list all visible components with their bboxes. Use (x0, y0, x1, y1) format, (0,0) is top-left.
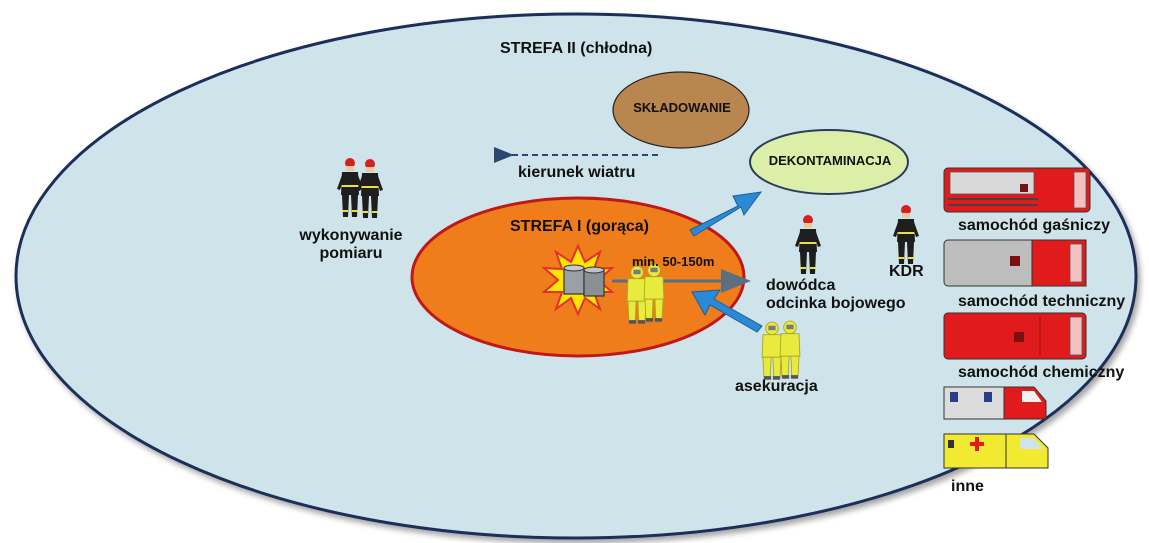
decontamination-area (749, 129, 909, 195)
exit-arrow-icon (689, 191, 763, 237)
technical-vehicle-icon (943, 239, 1087, 287)
zone-1-label: STREFA I (gorąca) (510, 218, 649, 235)
vehicle-label-chemical: samochód chemiczny (958, 364, 1125, 381)
entry-arrow-icon (691, 289, 763, 333)
zone-2-label: STREFA II (chłodna) (500, 40, 653, 57)
chemical-vehicle-icon (943, 312, 1087, 360)
backup-label: asekuracja (735, 378, 818, 395)
distance-label: min. 50-150m (632, 254, 715, 269)
commander-label: dowódca odcinka bojowego (766, 277, 906, 313)
small-vehicle-icon (943, 386, 1047, 420)
fire-engine-icon (943, 167, 1091, 213)
vehicle-label-technical: samochód techniczny (958, 293, 1126, 310)
ambulance-icon (943, 433, 1049, 469)
measurement-label: wykonywanie pomiaru (299, 227, 403, 263)
decontamination-label: DEKONTAMINACJA (768, 153, 892, 168)
storage-label: SKŁADOWANIE (633, 100, 731, 115)
barrels-icon (563, 264, 605, 297)
wind-direction-label: kierunek wiatru (518, 164, 636, 181)
storage-area (612, 71, 750, 149)
kdr-label: KDR (889, 263, 924, 280)
vehicle-label-fire-engine: samochód gaśniczy (958, 217, 1111, 234)
vehicle-label-other: inne (951, 478, 984, 495)
